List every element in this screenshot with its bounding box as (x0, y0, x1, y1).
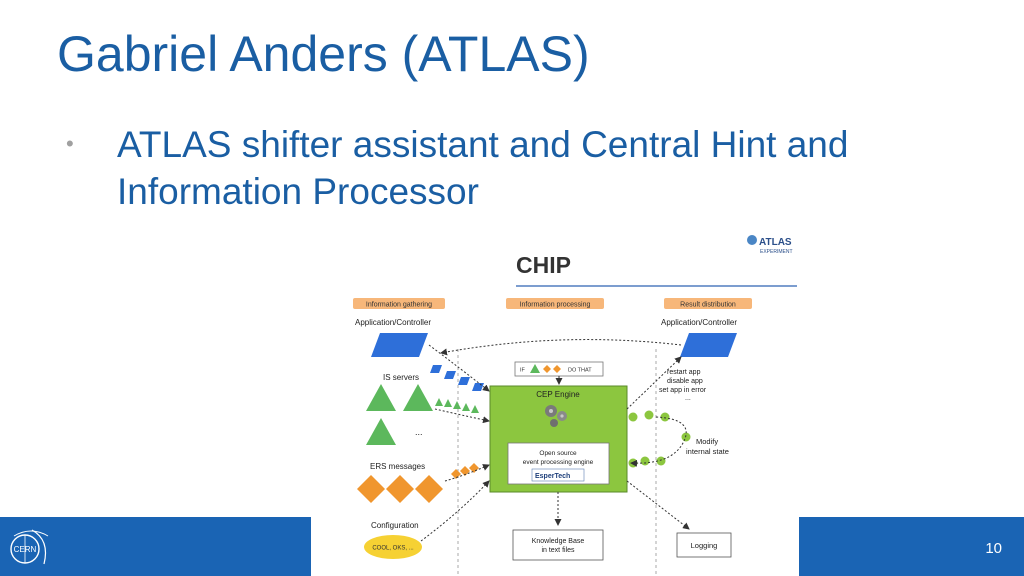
knowledge-base-box: Knowledge Base in text files (512, 529, 604, 561)
modify-line1: Modify (696, 437, 718, 446)
phase-tab-gathering: Information gathering (353, 298, 445, 309)
svg-text:Result distribution: Result distribution (680, 302, 736, 309)
bullet-marker: • (66, 131, 74, 156)
phase-tab-distribution: Result distribution (664, 298, 752, 309)
phase-tab-processing: Information processing (506, 298, 604, 309)
is-servers-label: IS servers (383, 373, 419, 382)
rule-box: IF DO THAT (514, 361, 604, 377)
arrow-app-to-engine (428, 344, 490, 392)
cep-engine-title: CEP Engine (536, 390, 580, 399)
is-servers-ellipsis: ... (415, 427, 423, 437)
is-server-triangles (366, 384, 433, 445)
bullet-text: ATLAS shifter assistant and Central Hint… (117, 124, 849, 212)
svg-text:COOL, OKS, ...: COOL, OKS, ... (372, 546, 414, 552)
esper-line2: event processing engine (523, 459, 594, 466)
svg-text:DO THAT: DO THAT (568, 368, 592, 374)
page-number: 10 (985, 540, 1002, 557)
action-restart: restart app (667, 369, 701, 376)
arrow-feedback-top (440, 339, 682, 356)
action-set-error: set app in error (659, 387, 707, 394)
kb-line2: in text files (541, 547, 575, 554)
action-disable: disable app (667, 378, 703, 385)
esper-engine-box: Open source event processing engine Espe… (507, 442, 610, 485)
ers-diamonds (357, 475, 443, 503)
action-ellipsis: ... (685, 395, 691, 402)
esper-line1: Open source (539, 450, 577, 457)
event-stream-green (435, 398, 479, 413)
logging-label: Logging (691, 541, 718, 550)
ers-messages-label: ERS messages (370, 462, 425, 471)
arrow-engine-to-actions (626, 356, 682, 410)
right-app-parallelogram (680, 333, 737, 357)
loop-modify-state (630, 416, 687, 467)
event-stream-orange (451, 463, 479, 479)
right-app-label: Application/Controller (661, 318, 737, 327)
esper-logo-text: EsperTech (535, 473, 570, 480)
configuration-label: Configuration (371, 521, 419, 530)
atlas-badge-text: ATLAS (759, 237, 792, 248)
svg-text:Information gathering: Information gathering (366, 302, 432, 309)
chip-diagram-svg: CHIP ATLAS EXPERIMENT Information gather… (353, 235, 797, 576)
svg-text:IF: IF (520, 368, 526, 374)
cern-logo: CERN (10, 529, 49, 565)
atlas-badge: ATLAS EXPERIMENT (747, 235, 793, 255)
chip-diagram: CHIP ATLAS EXPERIMENT Information gather… (311, 229, 799, 576)
esper-logo-frame (531, 468, 585, 482)
arrow-engine-to-logging (626, 480, 690, 530)
left-app-parallelogram (371, 333, 428, 357)
slide-title: Gabriel Anders (ATLAS) (57, 26, 590, 82)
atlas-badge-sub: EXPERIMENT (760, 249, 793, 255)
svg-text:Information processing: Information processing (520, 302, 591, 309)
left-app-label: Application/Controller (355, 318, 431, 327)
actions-list: restart app disable app set app in error… (659, 369, 707, 402)
logging-box: Logging (676, 532, 732, 558)
arrow-config-to-engine (420, 480, 490, 542)
arrow-is-to-engine (434, 408, 490, 424)
cern-logo-text: CERN (14, 545, 37, 554)
configuration-source: COOL, OKS, ... (364, 535, 422, 559)
diagram-title: CHIP (516, 252, 571, 278)
modify-line2: internal state (686, 447, 729, 456)
kb-line1: Knowledge Base (532, 538, 585, 545)
output-dots (628, 410, 691, 468)
event-stream-blue (430, 365, 484, 391)
gears-icon (545, 405, 567, 427)
